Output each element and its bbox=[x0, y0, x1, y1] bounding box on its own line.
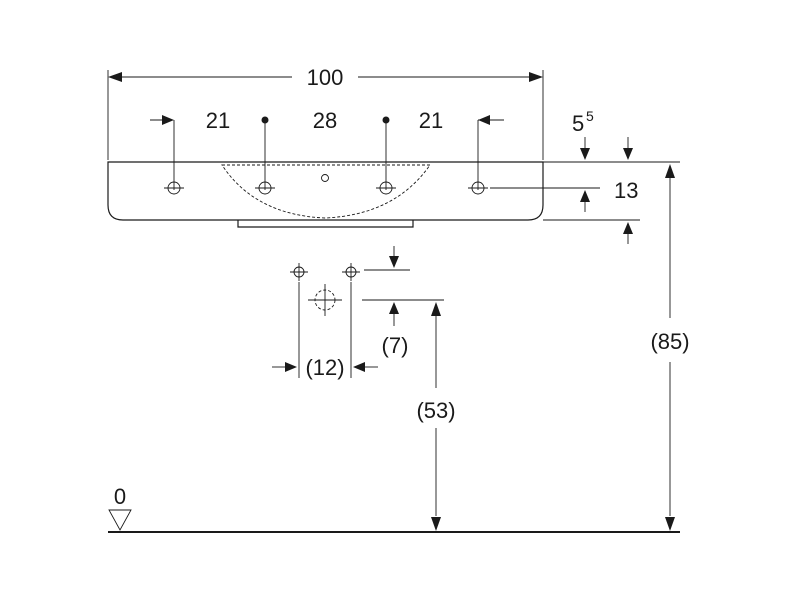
center-spacing-label: 28 bbox=[313, 108, 337, 133]
top-thickness-superscript: 5 bbox=[586, 108, 594, 124]
bowl-height-dimension: 13 bbox=[490, 178, 640, 244]
hole-spacing-dimensions: 21 28 21 bbox=[150, 108, 504, 190]
bowl-height-label: 13 bbox=[614, 178, 638, 203]
total-height-label: (85) bbox=[650, 329, 689, 354]
trap-offset-dimension: (7) bbox=[362, 246, 444, 358]
fixing-hole-3 bbox=[376, 181, 396, 195]
drain-hole-right bbox=[342, 263, 360, 281]
floor-level-label: 0 bbox=[114, 484, 126, 509]
trap-offset-label: (7) bbox=[382, 333, 409, 358]
washbasin-body bbox=[107, 161, 544, 228]
top-thickness-dimension: 5 5 bbox=[543, 108, 680, 163]
overall-width-label: 100 bbox=[307, 65, 344, 90]
total-height-dimension: (85) bbox=[650, 164, 690, 531]
left-spacing-label: 21 bbox=[206, 108, 230, 133]
fixing-hole-1 bbox=[164, 181, 184, 195]
overall-width-dimension: 100 bbox=[107, 65, 544, 160]
top-thickness-label: 5 bbox=[572, 111, 584, 136]
drain-connection bbox=[290, 263, 360, 378]
floor-level: 0 bbox=[108, 484, 680, 533]
fixing-hole-2 bbox=[255, 181, 275, 195]
outlet-height-label: (53) bbox=[416, 398, 455, 423]
trap-spacing-label: (12) bbox=[305, 355, 344, 380]
trap-spacing-dimension: (12) bbox=[272, 355, 378, 380]
right-spacing-label: 21 bbox=[419, 108, 443, 133]
drain-outlet bbox=[308, 284, 342, 316]
overflow-hole bbox=[321, 174, 329, 182]
floor-level-marker-icon bbox=[108, 509, 132, 531]
drain-hole-left bbox=[290, 263, 308, 281]
fixing-hole-4 bbox=[468, 181, 488, 195]
outlet-height-dimension: (53) bbox=[416, 302, 456, 531]
